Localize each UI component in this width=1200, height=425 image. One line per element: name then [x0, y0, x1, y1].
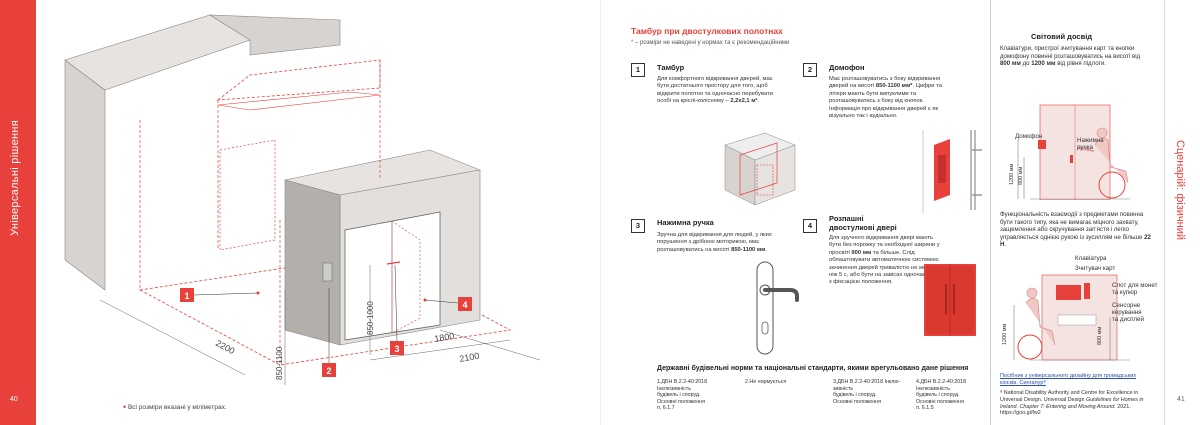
- item-3-number: 3: [631, 219, 645, 233]
- dim-1800: 1800: [434, 331, 455, 344]
- marker-2-label: 2: [326, 366, 331, 376]
- world-paragraph-2: Функціональність взаємодії з предметами …: [1000, 211, 1151, 249]
- wheelchair-door-illustration: [1017, 104, 1130, 200]
- section-title: Тамбур при двостулкових полотнах: [631, 26, 783, 36]
- marker-3-label: 3: [394, 344, 399, 354]
- label-height-1200-b: 1200 мм: [1002, 323, 1008, 345]
- item-2-title: Домофон: [829, 63, 865, 72]
- world-paragraph-1: Клавіатури, пристрої зчитування карт та …: [1000, 45, 1141, 68]
- vestibule-mini-illustration: [724, 132, 796, 206]
- norm-col-2: 2.Не нормується: [745, 379, 787, 385]
- item-3-title: Нажимна ручка: [657, 218, 714, 227]
- left-sidebar: Універсальні рішення 40: [0, 0, 36, 425]
- column-divider: [990, 0, 991, 425]
- marker-1: 1: [180, 288, 194, 302]
- marker-4: 4: [458, 297, 472, 311]
- page-number-left: 40: [10, 396, 18, 403]
- reference-note: ⁸ National Disability Authority and Cent…: [1000, 390, 1144, 417]
- right-sidebar: Сценарій: фізичний 41: [1164, 0, 1200, 425]
- footnote-left: • Всі розміри вказані у міліметрах.: [123, 402, 227, 412]
- page-number-right: 41: [1177, 396, 1185, 403]
- spread-gutter: [600, 0, 601, 425]
- section-subtitle: * – розміри не наведені у нормах та є ре…: [631, 40, 790, 46]
- footnote-left-text: Всі розміри вказані у міліметрах.: [127, 404, 227, 411]
- back-wall: [208, 14, 341, 56]
- label-height-1200-a: 1200 мм: [1009, 163, 1015, 185]
- kiosk-illustration: [1013, 274, 1130, 361]
- norms-title: Державні будівельні норми та національні…: [657, 365, 969, 372]
- dim-2100: 2100: [459, 351, 480, 364]
- label-intercom: Домофон: [1015, 133, 1043, 140]
- subtitle-text: – розміри не наведені у нормах та є реко…: [635, 40, 790, 46]
- right-section-title: Сценарій: фізичний: [1174, 140, 1186, 241]
- world-experience-title: Світовий досвід: [1031, 32, 1093, 41]
- entrance-door-frame: [344, 211, 441, 341]
- label-card-reader: Зчитувач карт: [1075, 265, 1116, 272]
- item-1-title: Тамбур: [657, 63, 685, 72]
- intercom-panel: [322, 262, 333, 282]
- item-3-text: Зручна для відкривання для людей, у яких…: [657, 232, 772, 253]
- door-leaf-open: [391, 220, 421, 334]
- marker-3: 3: [390, 341, 404, 355]
- item-2-number: 2: [803, 63, 817, 77]
- marker-2: 2: [322, 363, 336, 377]
- kiosk-guide-link[interactable]: Посібник з універсального дизайну для гр…: [1000, 373, 1137, 386]
- vestibule-illustration: 2200 850-1100 850-1000 1800 2100 1 2 3 4: [64, 14, 541, 385]
- dim-2200: 2200: [214, 338, 236, 356]
- left-wall-top: [64, 14, 251, 91]
- right-wall-side: [284, 179, 341, 346]
- ceiling-inner: [217, 91, 381, 111]
- dim-850-1100: 850-1100: [275, 346, 284, 380]
- ceiling-outline: [216, 59, 381, 101]
- left-wall: [64, 59, 106, 291]
- dim-850-1000: 850-1000: [366, 301, 375, 335]
- intercom-illustration: [922, 130, 982, 213]
- item-2-text: Має розташовуватись з боку відкривання д…: [829, 76, 942, 120]
- item-1-number: 1: [631, 63, 645, 77]
- marker-4-label: 4: [462, 300, 467, 310]
- item-4-text: Для зручного відкривання двері мають бут…: [829, 235, 942, 286]
- double-door-illustration: [924, 264, 976, 336]
- lever-handle-illustration: [756, 261, 799, 355]
- label-height-800-a: 800 мм: [1018, 166, 1024, 185]
- item-1-text: Для комфортного відкривання дверей, має …: [657, 76, 773, 105]
- label-keyboard: Клавіатура: [1075, 255, 1107, 262]
- item-4-number: 4: [803, 219, 817, 233]
- marker-1-label: 1: [184, 291, 189, 301]
- left-section-title: Універсальні рішення: [9, 120, 21, 236]
- label-height-800-b: 800 мм: [1097, 326, 1103, 345]
- inner-doorway: [219, 139, 276, 251]
